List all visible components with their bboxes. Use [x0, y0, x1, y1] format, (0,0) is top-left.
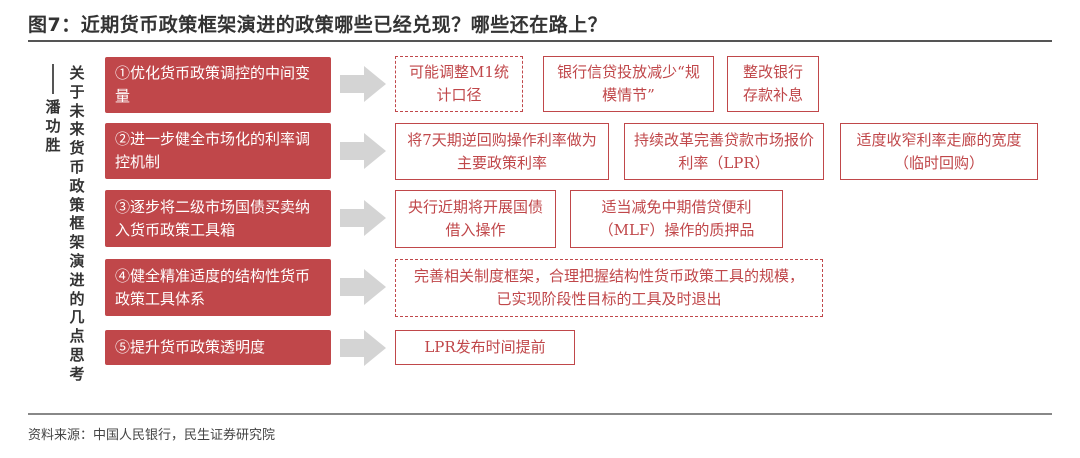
row-4-arrow-icon	[340, 269, 386, 305]
figure-title: 图7：近期货币政策框架演进的政策哪些已经兑现？哪些还在路上？	[28, 14, 608, 36]
row-3-label: ③逐步将二级市场国债买卖纳入货币政策工具箱	[105, 190, 331, 247]
row-4-item-1: 完善相关制度框架，合理把握结构性货币政策工具的规模，已实现阶段性目标的工具及时退…	[395, 259, 823, 317]
row-3-item-2: 适当减免中期借贷便利（MLF）操作的质押品	[570, 190, 783, 248]
row-2-item-1: 将7天期逆回购操作利率做为主要政策利率	[395, 123, 609, 180]
vertical-title: 关于未来货币政策框架演进的几点思考	[69, 64, 85, 383]
row-2-arrow-icon	[340, 133, 386, 169]
row-3-arrow-icon	[340, 200, 386, 236]
row-4-label: ④健全精准适度的结构性货币政策工具体系	[105, 259, 331, 316]
row-1-arrow-icon	[340, 66, 386, 102]
row-2-item-3: 适度收窄利率走廊的宽度（临时回购）	[840, 123, 1038, 180]
row-3-item-1: 央行近期将开展国债借入操作	[395, 190, 556, 248]
row-5-arrow-icon	[340, 330, 386, 366]
row-1-label: ①优化货币政策调控的中间变量	[105, 57, 331, 113]
bottom-divider	[28, 413, 1052, 415]
row-5-item-1: LPR发布时间提前	[395, 330, 575, 365]
row-1-item-3: 整改银行存款补息	[727, 56, 819, 112]
row-2-item-2: 持续改革完善贷款市场报价利率（LPR）	[624, 123, 824, 180]
row-5-label: ⑤提升货币政策透明度	[105, 330, 331, 365]
author-dash	[52, 64, 54, 94]
author-vertical: 潘功胜	[42, 64, 64, 154]
author-name: 潘功胜	[45, 98, 61, 154]
row-1-item-1: 可能调整M1统计口径	[395, 56, 523, 112]
row-1-item-2: 银行信贷投放减少“规模情节”	[543, 56, 714, 112]
top-divider	[28, 40, 1052, 42]
source-note: 资料来源：中国人民银行，民生证券研究院	[28, 428, 276, 443]
row-2-label: ②进一步健全市场化的利率调控机制	[105, 123, 331, 179]
